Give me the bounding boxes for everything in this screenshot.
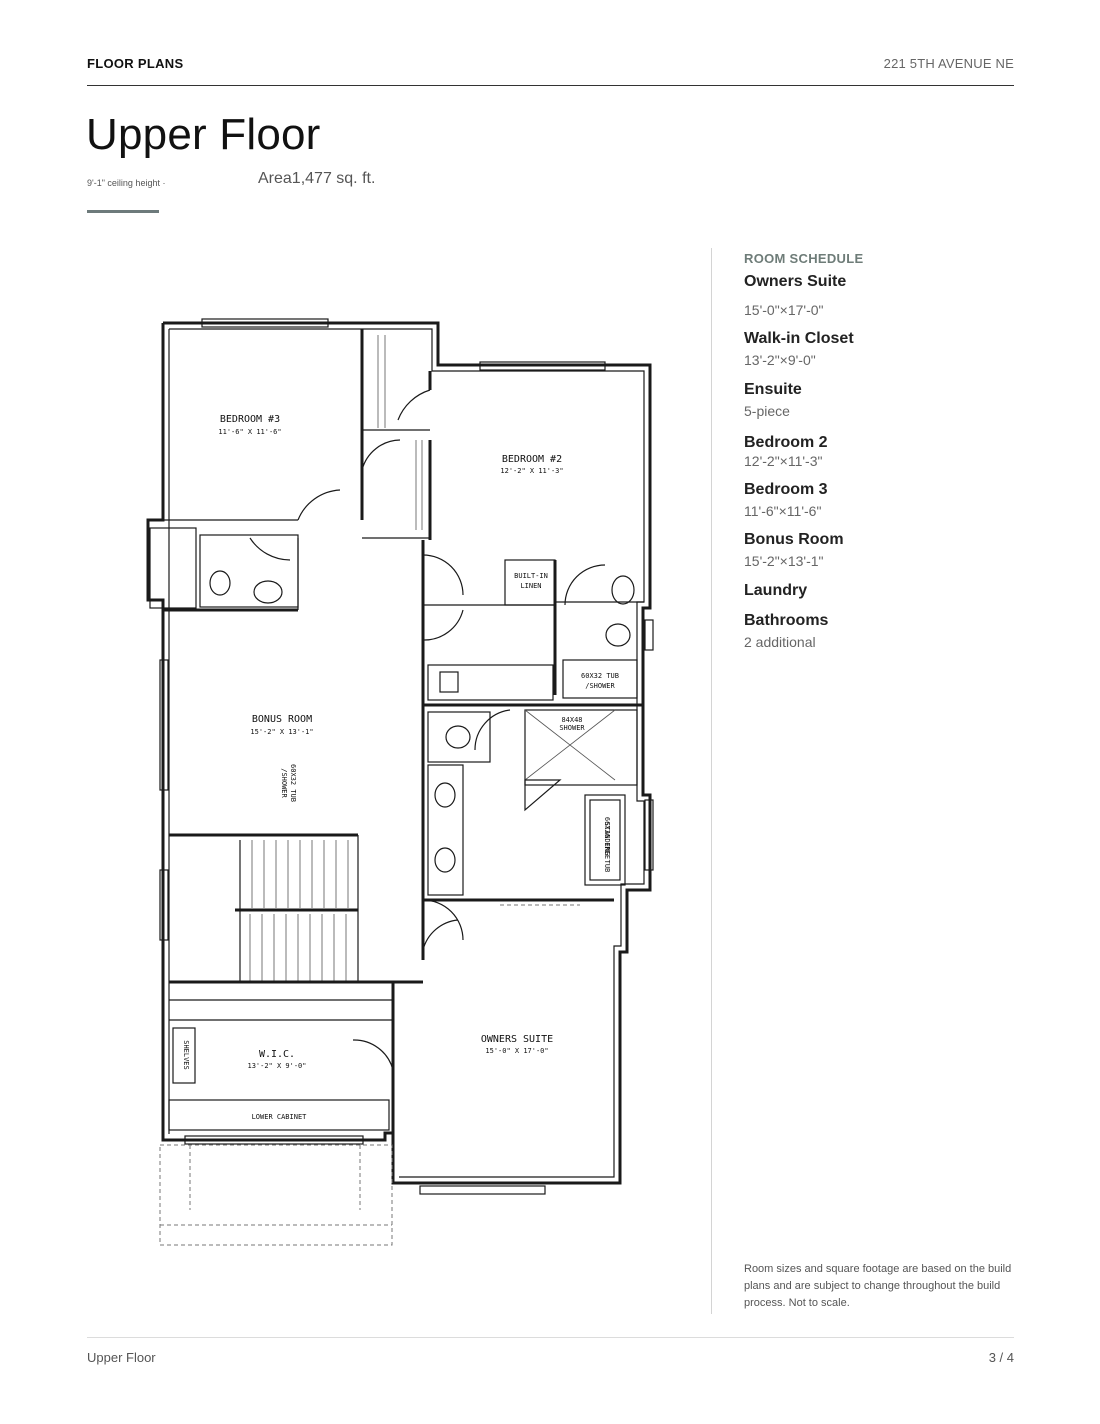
room-name: Walk-in Closet: [744, 330, 854, 347]
plan-size-wic: 13'-2" X 9'-0": [247, 1062, 306, 1070]
header-divider: [87, 85, 1014, 86]
plan-size-bonus: 15'-2" X 13'-1": [250, 728, 313, 736]
plan-label-linen-1: BUILT-IN: [514, 572, 548, 580]
floor-area: Area1,477 sq. ft.: [258, 170, 376, 187]
plan-label-tub1-1: 60X32 TUB: [289, 764, 297, 802]
ceiling-height: 9'-1" ceiling height ·: [87, 178, 166, 188]
plan-label-shower-2: SHOWER: [559, 724, 585, 732]
section-label: FLOOR PLANS: [87, 56, 184, 71]
plan-label-freetub-1: 66X36 FREE: [603, 817, 611, 859]
plan-label-tub2-2: /SHOWER: [585, 682, 615, 690]
room-name: Laundry: [744, 582, 808, 599]
sidebar-divider: [711, 248, 712, 1314]
room-name: Bonus Room: [744, 531, 844, 548]
room-detail: 15'-0"×17'-0": [744, 302, 824, 318]
disclaimer-note: Room sizes and square footage are based …: [744, 1263, 1012, 1309]
plan-label-lower-cabinet: LOWER CABINET: [252, 1113, 308, 1121]
plan-size-bedroom2: 12'-2" X 11'-3": [500, 467, 563, 475]
floor-plan-drawing: BEDROOM #3 11'-6" X 11'-6" BEDROOM #2 12…: [140, 310, 670, 1255]
property-address: 221 5TH AVENUE NE: [883, 56, 1014, 71]
room-name: Owners Suite: [744, 273, 847, 290]
plan-label-owners: OWNERS SUITE: [481, 1034, 553, 1045]
room-name: Bedroom 2: [744, 434, 828, 451]
room-detail: 13'-2"×9'-0": [744, 352, 816, 368]
page-number: 3 / 4: [988, 1350, 1014, 1365]
room-name: Bedroom 3: [744, 481, 828, 498]
room-name: Bathrooms: [744, 612, 829, 629]
plan-label-linen-2: LINEN: [520, 582, 541, 590]
room-schedule-heading: ROOM SCHEDULE: [744, 251, 864, 266]
plan-label-shower-1: 84X48: [561, 716, 582, 724]
title-accent-bar: [87, 210, 159, 213]
room-name: Ensuite: [744, 381, 802, 398]
room-detail: 5-piece: [744, 403, 790, 419]
plan-label-wic: W.I.C.: [259, 1049, 295, 1060]
room-detail: 11'-6"×11'-6": [744, 503, 822, 519]
footer-divider: [87, 1337, 1014, 1338]
room-detail: 12'-2"×11'-3": [744, 453, 823, 469]
room-detail: 2 additional: [744, 634, 816, 650]
page-title: Upper Floor: [86, 110, 321, 159]
footer-title: Upper Floor: [87, 1350, 156, 1365]
plan-label-shelves: SHELVES: [182, 1040, 190, 1070]
room-detail: 15'-2"×13'-1": [744, 553, 824, 569]
plan-label-tub2-1: 60X32 TUB: [581, 672, 619, 680]
plan-size-owners: 15'-0" X 17'-0": [485, 1047, 548, 1055]
plan-label-bedroom2: BEDROOM #2: [502, 454, 562, 465]
plan-label-bonus: BONUS ROOM: [252, 714, 312, 725]
plan-size-bedroom3: 11'-6" X 11'-6": [218, 428, 281, 436]
plan-label-tub1-2: /SHOWER: [280, 768, 288, 798]
plan-label-freetub-2: STANDING TUB: [603, 822, 611, 873]
plan-label-bedroom3: BEDROOM #3: [220, 414, 280, 425]
